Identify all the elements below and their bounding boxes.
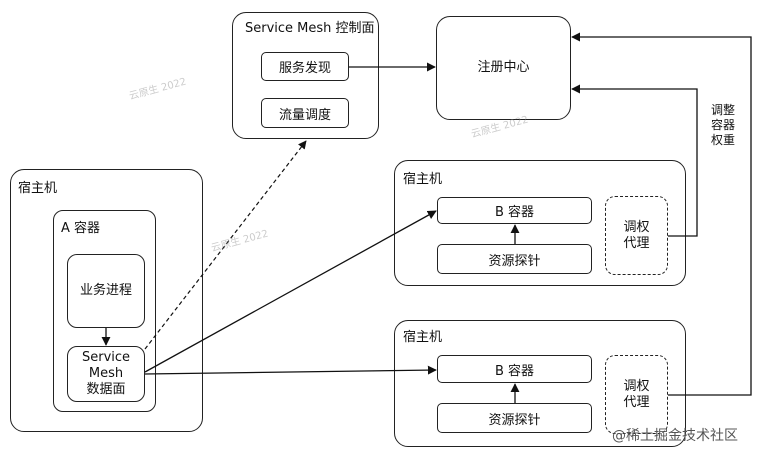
traffic-scheduling-box: 流量调度 bbox=[261, 98, 349, 128]
data-plane-box: Service Mesh 数据面 bbox=[67, 346, 145, 402]
container-a-title: A 容器 bbox=[61, 221, 101, 236]
registry-box: 注册中心 bbox=[436, 16, 571, 120]
container-b2-box: B 容器 bbox=[437, 355, 592, 383]
control-plane-title: Service Mesh 控制面 bbox=[245, 21, 375, 36]
weight-proxy-b2-box: 调权 代理 bbox=[605, 355, 668, 434]
arrow-dataplane-to-controlplane bbox=[144, 140, 307, 350]
weight-proxy-b1-box: 调权 代理 bbox=[605, 196, 668, 275]
host-a-title: 宿主机 bbox=[18, 181, 58, 196]
host-b1-title: 宿主机 bbox=[403, 172, 443, 187]
adjust-weight-label: 调整 容器 权重 bbox=[710, 103, 735, 147]
arrow-dataplane-to-b1 bbox=[144, 210, 437, 373]
arrow-proxy-b2-to-registry bbox=[571, 32, 752, 396]
container-b1-box: B 容器 bbox=[437, 197, 592, 224]
arrow-proxy-b1-to-registry bbox=[571, 84, 698, 237]
brand-watermark: @稀土掘金技术社区 bbox=[612, 428, 738, 444]
arrow-dataplane-to-b2 bbox=[144, 365, 437, 375]
host-b2-title: 宿主机 bbox=[403, 330, 443, 345]
business-process-box: 业务进程 bbox=[67, 254, 145, 328]
resource-probe-b2-box: 资源探针 bbox=[437, 403, 592, 433]
resource-probe-b1-box: 资源探针 bbox=[437, 244, 592, 274]
service-discovery-box: 服务发现 bbox=[261, 52, 349, 81]
